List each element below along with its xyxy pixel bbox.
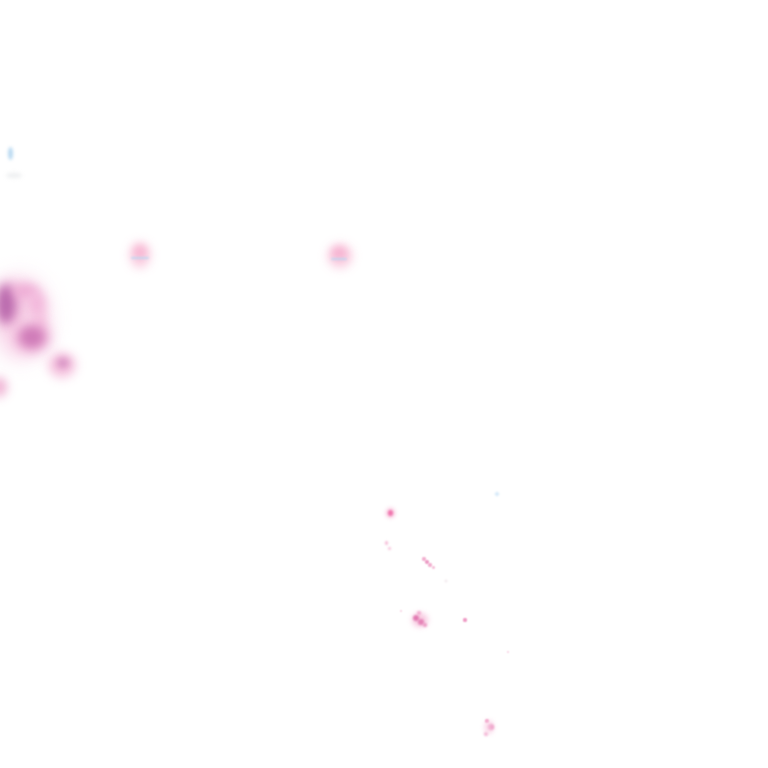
- cluster-dot-c: [423, 623, 427, 627]
- tissue-cluster-top-arc: [13, 283, 39, 299]
- tissue-cluster-glow-envelope: [0, 276, 50, 360]
- tissue-cluster-left-streak-glow: [0, 281, 23, 329]
- streak-dot-4: [431, 565, 435, 569]
- faint-blue-dot: [495, 492, 499, 496]
- blurred-dot-center-inner: [332, 247, 346, 259]
- gray-smudge-topleft: [6, 172, 22, 178]
- blue-dash-topleft: [7, 146, 13, 160]
- streak-dot-1: [422, 557, 426, 561]
- tissue-cluster-right-limb: [28, 291, 46, 317]
- faint-dot-581: [444, 579, 448, 583]
- cluster-dot-b: [418, 619, 424, 625]
- faint-dot-652: [506, 650, 510, 654]
- bottom-cluster-halo: [484, 720, 494, 734]
- cluster-dot-a: [413, 615, 419, 621]
- blurred-dot-left-inner: [134, 246, 146, 258]
- round-blob-glow: [48, 352, 76, 378]
- tissue-cluster-bottom-blob-glow: [13, 323, 51, 353]
- bottom-cluster-dot-top: [485, 719, 489, 723]
- streak-dot-2: [425, 560, 429, 564]
- bottom-cluster-dot-low: [484, 732, 488, 736]
- speck-halo-513: [385, 508, 395, 518]
- faint-dot-611: [399, 609, 403, 613]
- tissue-cluster-left-streak-core: [0, 285, 15, 323]
- cluster-halo-620: [412, 613, 428, 627]
- bottom-cluster-dot-mid: [488, 724, 494, 730]
- tissue-cluster-bottom-blob-core: [19, 326, 45, 348]
- speck-543: [384, 541, 388, 545]
- blurred-dot-left-glow: [130, 242, 150, 268]
- speck-620-right: [463, 618, 467, 622]
- blurred-dot-center-glow: [328, 244, 352, 268]
- blurred-dot-center-blue-stripe: [331, 257, 347, 261]
- round-blob-core: [57, 358, 69, 368]
- streak-dot-3: [428, 563, 432, 567]
- edge-blob: [0, 377, 7, 397]
- cluster-dot-d: [417, 611, 421, 615]
- blurred-dot-left-blue-stripe: [131, 256, 149, 260]
- tissue-cluster-connecting-band: [34, 310, 46, 334]
- speck-548: [387, 546, 391, 550]
- speck-core-513: [387, 510, 393, 516]
